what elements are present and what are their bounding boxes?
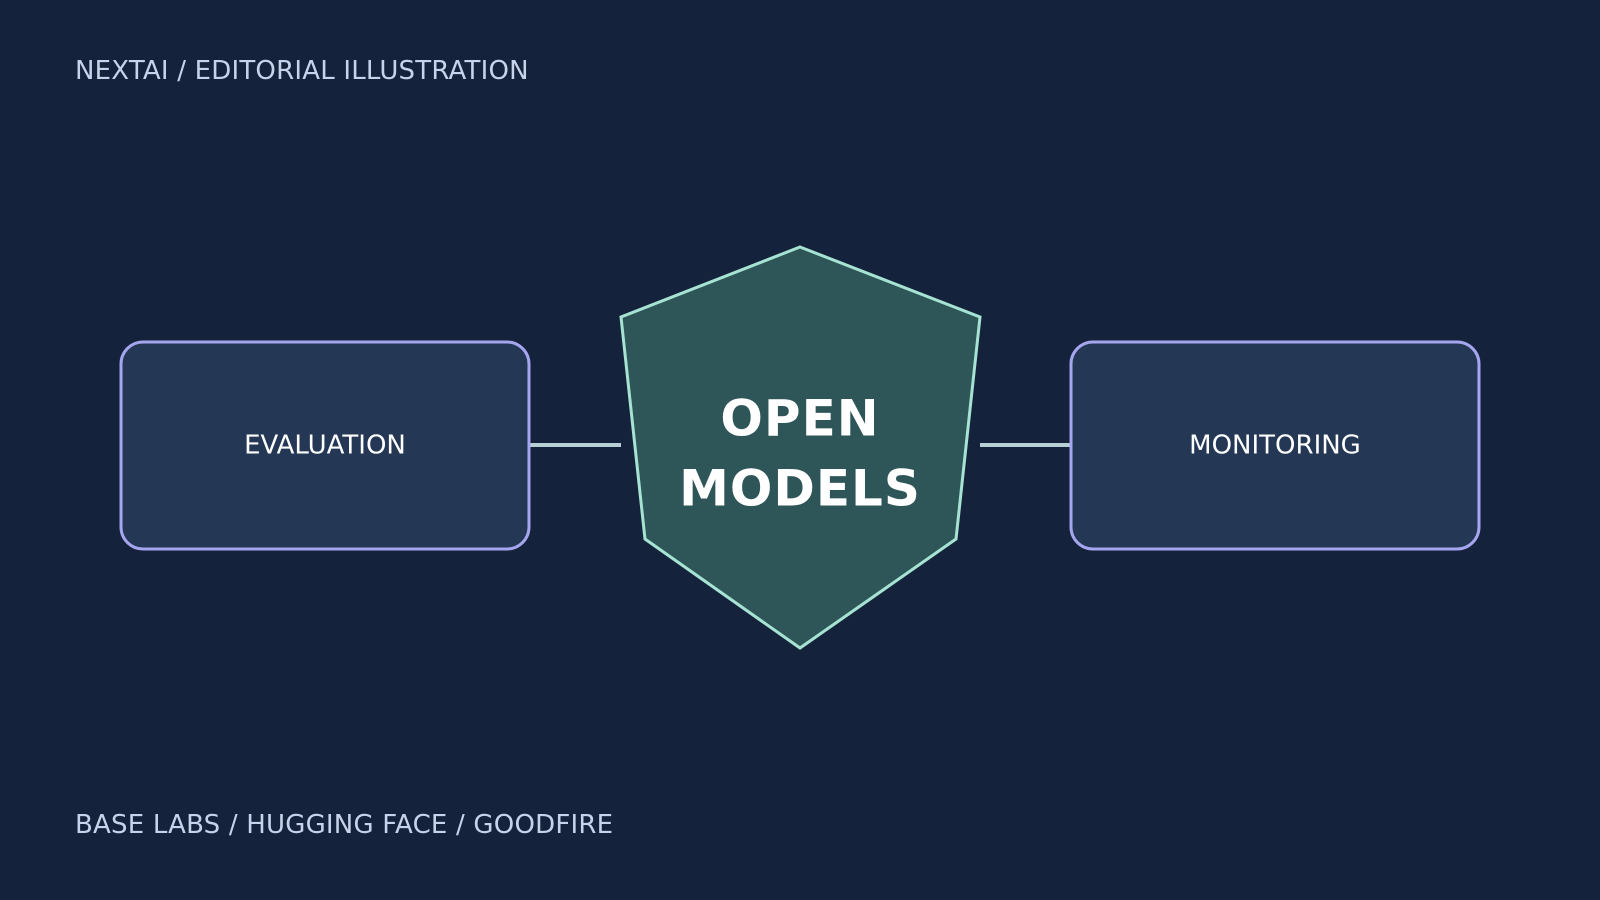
shield-shape bbox=[619, 245, 982, 650]
credits-text: BASE LABS / HUGGING FACE / GOODFIRE bbox=[75, 810, 614, 840]
shield-label-line2: MODELS bbox=[679, 460, 921, 518]
monitoring-node: MONITORING bbox=[1069, 340, 1481, 551]
monitoring-label: MONITORING bbox=[1189, 431, 1361, 461]
evaluation-node: EVALUATION bbox=[119, 340, 531, 551]
shield-label-line1: OPEN bbox=[720, 390, 879, 448]
open-models-shield: OPEN MODELS bbox=[619, 245, 982, 650]
monitoring-box bbox=[1069, 340, 1481, 551]
evaluation-label: EVALUATION bbox=[244, 431, 406, 461]
evaluation-box bbox=[119, 340, 531, 551]
kicker-text: NEXTAI / EDITORIAL ILLUSTRATION bbox=[75, 56, 529, 86]
